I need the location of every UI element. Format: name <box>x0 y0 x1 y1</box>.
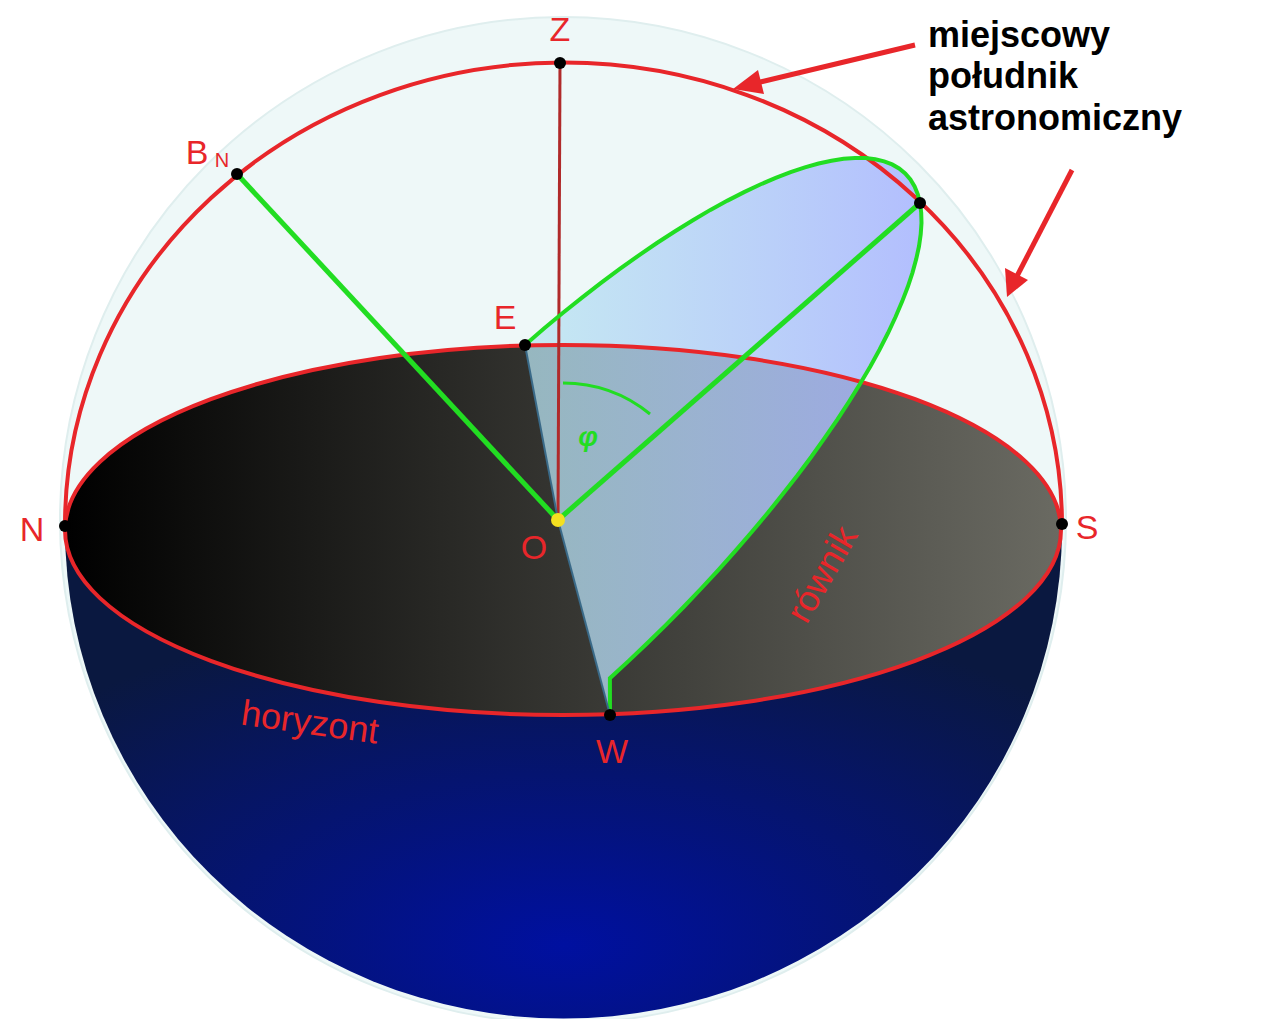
meridian-arc <box>65 63 1062 525</box>
angle-label: φ <box>578 422 598 453</box>
zenith-line <box>558 63 560 520</box>
sphere <box>60 17 1066 1019</box>
leader-arrow <box>1016 170 1072 278</box>
point-dot <box>554 57 566 69</box>
point-label: S <box>1076 509 1099 546</box>
point-dot <box>604 709 616 721</box>
arrow-head <box>1005 268 1028 297</box>
point-dot <box>519 339 531 351</box>
point-label: B <box>186 134 209 171</box>
equator-radius <box>558 203 920 520</box>
west-line <box>558 520 610 715</box>
arrow-head <box>733 70 764 94</box>
meridian-callout: miejscowy południk astronomiczny <box>928 14 1263 138</box>
point-label: W <box>596 733 628 770</box>
point-label: E <box>494 299 517 336</box>
point-label: O <box>521 529 547 566</box>
point-dot <box>1056 518 1068 530</box>
east-line <box>525 345 558 520</box>
point-label: Z <box>550 11 571 48</box>
horizon-circle <box>65 345 1061 715</box>
leader-arrow <box>752 45 915 84</box>
point-dot <box>231 168 243 180</box>
pole-axis <box>237 174 558 520</box>
point-dot <box>914 197 926 209</box>
equator-plane <box>525 158 922 715</box>
point-dot <box>59 520 71 532</box>
subscript-label: N <box>215 149 229 171</box>
point-label: N <box>20 511 45 548</box>
equator-circle <box>525 158 922 715</box>
angle-arc <box>563 383 650 414</box>
observer-dot <box>551 513 565 527</box>
